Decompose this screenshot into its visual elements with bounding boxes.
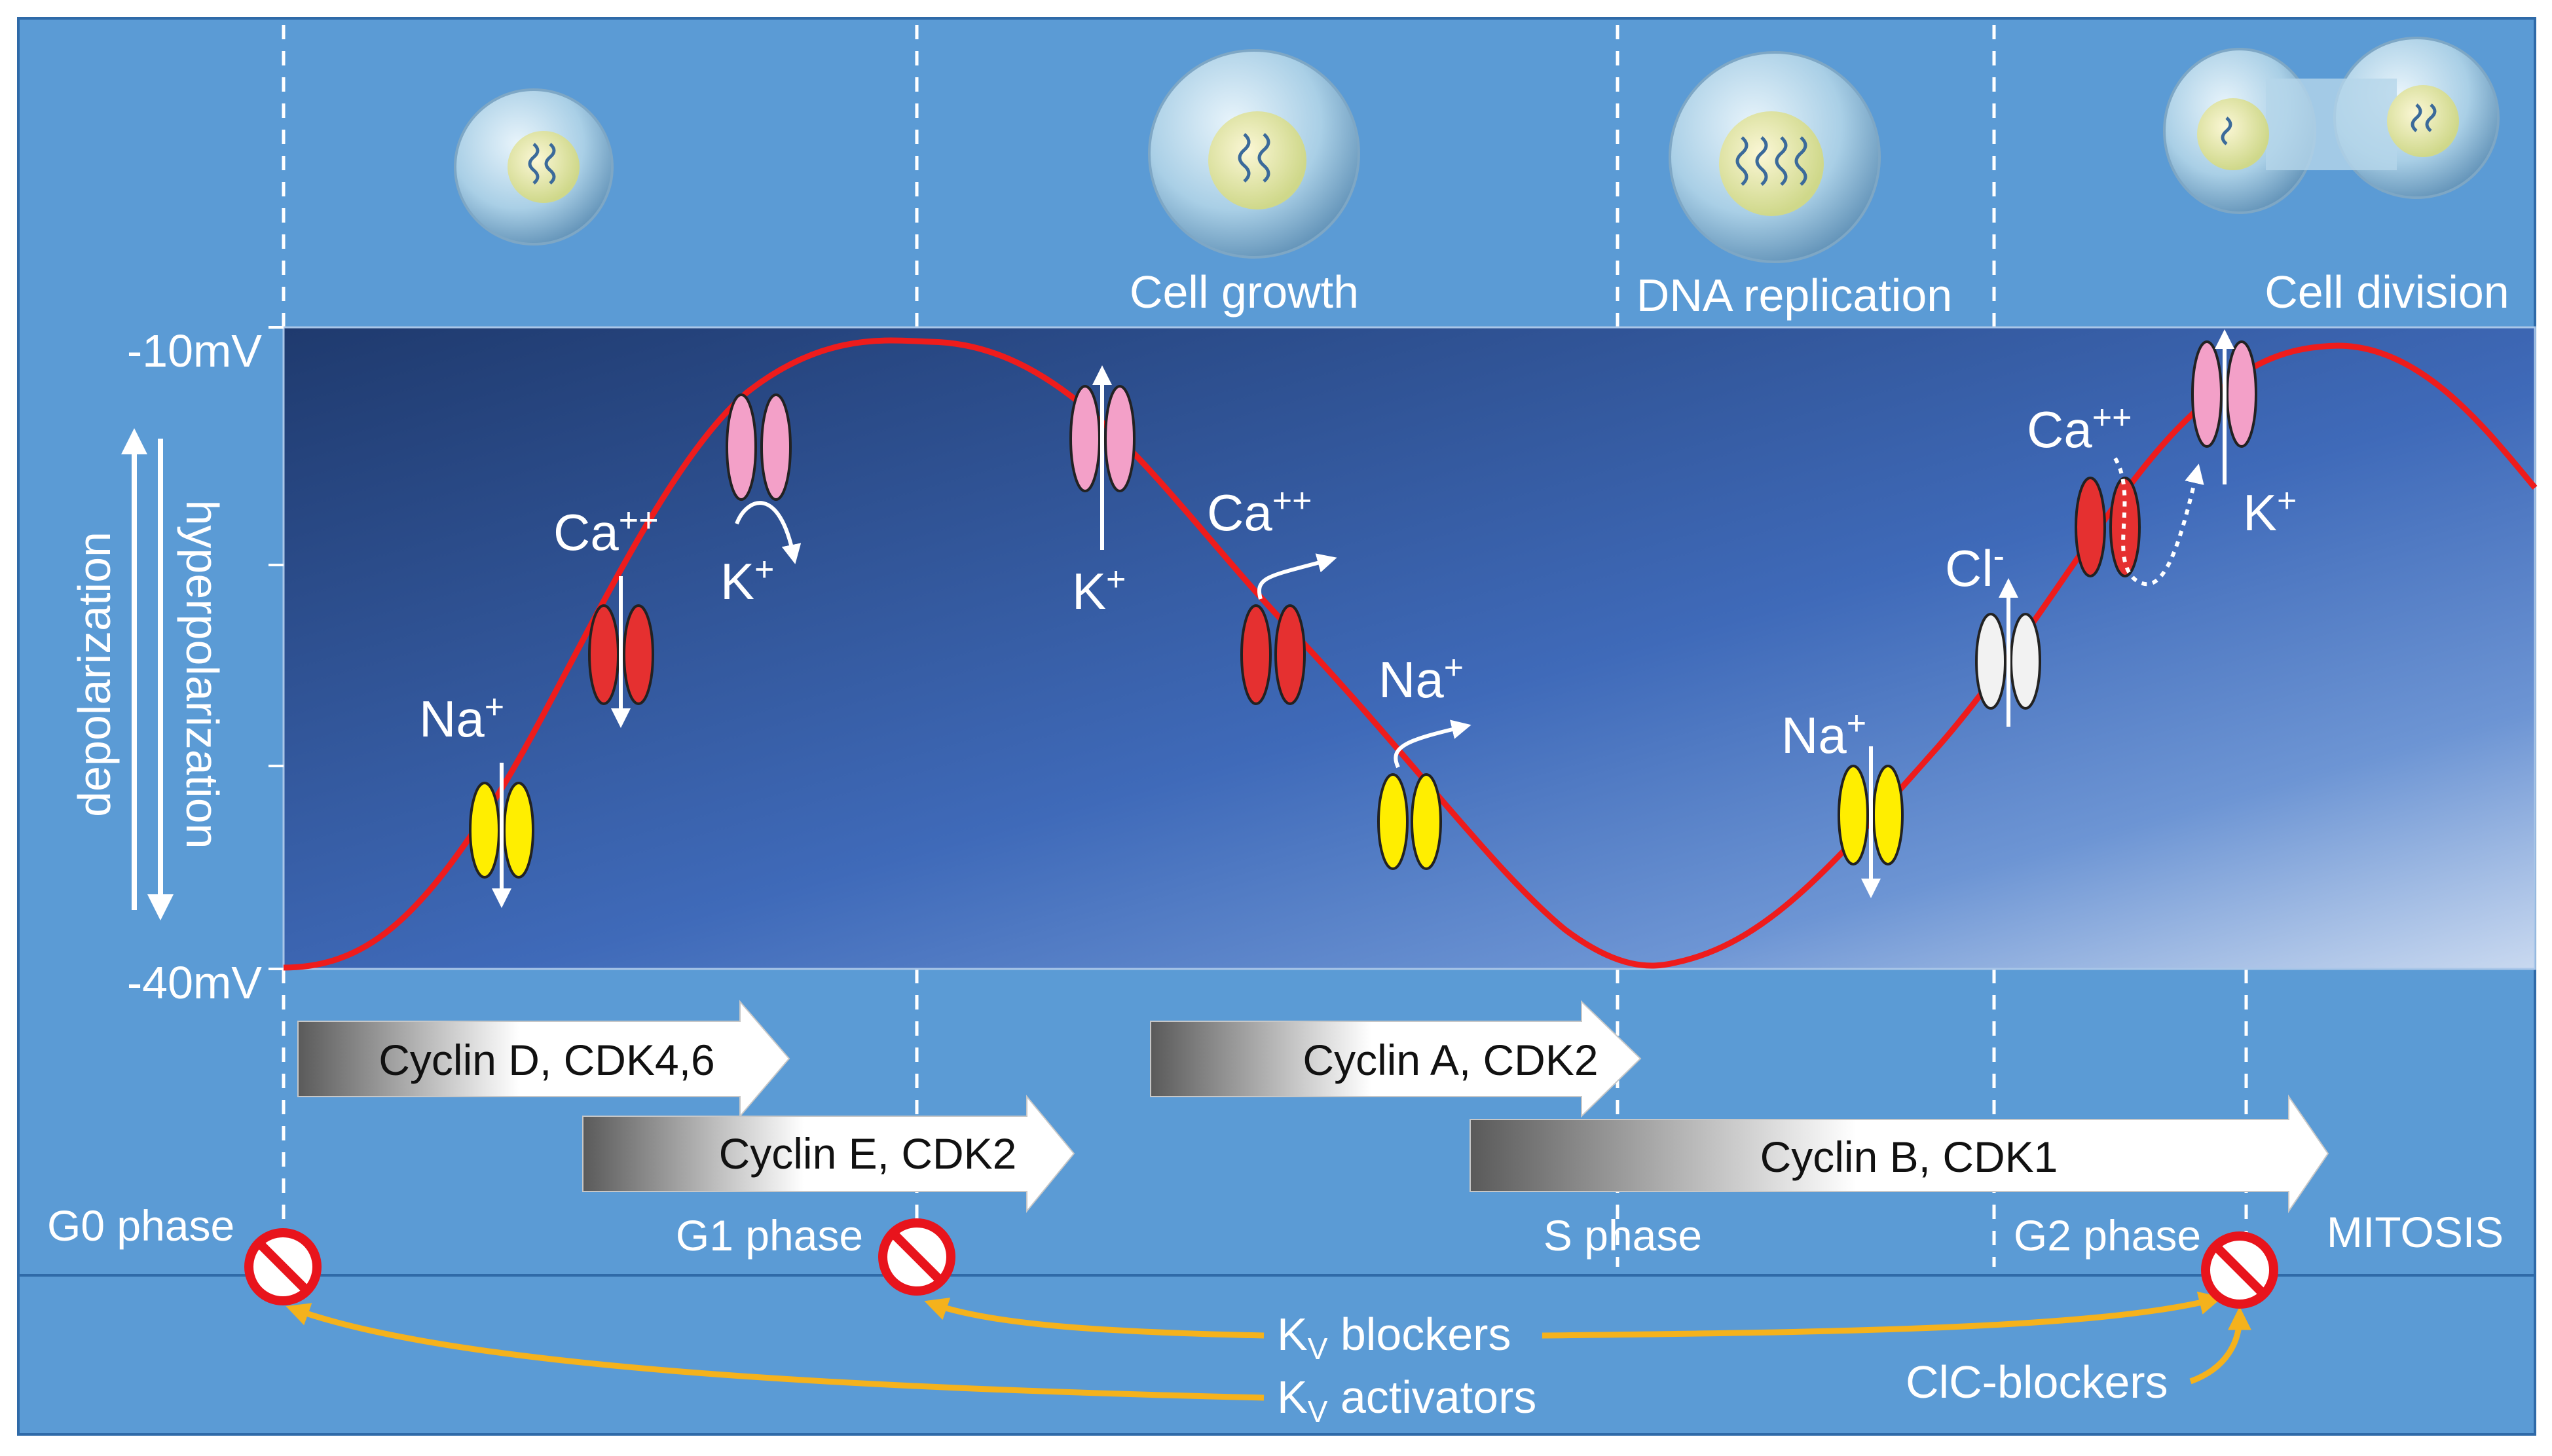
kv-blockers-arrow-left <box>924 1298 1265 1339</box>
voltage-label-top: -10mV <box>127 325 262 376</box>
cell-g0-illustration <box>454 88 614 246</box>
membrane-potential-curve <box>283 337 2538 971</box>
phase-label-s: S phase <box>1544 1211 1702 1260</box>
stage-label-cell-division: Cell division <box>2265 266 2509 318</box>
cyclin-e-label: Cyclin E, CDK2 <box>719 1129 1017 1178</box>
phase-label-g0: G0 phase <box>47 1201 234 1250</box>
membrane-potential-panel <box>284 327 2535 969</box>
phase-label-g2: G2 phase <box>2014 1211 2201 1260</box>
voltage-axis-ticks <box>268 326 284 970</box>
block-sign-g1 <box>878 1218 955 1296</box>
na-channel-1 <box>469 763 534 908</box>
phase-label-g1: G1 phase <box>676 1211 863 1260</box>
na-channel-2 <box>1377 719 1471 870</box>
cyclin-a-label: Cyclin A, CDK2 <box>1303 1036 1598 1084</box>
cyclin-b-arrow: Cyclin B, CDK1 <box>1470 1094 2329 1214</box>
cl-channel <box>1975 578 2041 727</box>
ca-channel-3 <box>2075 457 2204 587</box>
cell-growth-illustration <box>1148 49 1360 259</box>
cl-label: Cl- <box>1945 537 2005 597</box>
k-label-2: K+ <box>1072 560 1126 620</box>
k-label-3: K+ <box>2243 482 2297 541</box>
ca-label-1: Ca++ <box>553 501 658 561</box>
ca-channel-1 <box>588 576 654 728</box>
cell-division-illustration <box>2163 37 2500 214</box>
depolarization-label: depolarization <box>69 532 120 817</box>
cyclin-d-label: Cyclin D, CDK4,6 <box>379 1036 714 1084</box>
stage-label-cell-growth: Cell growth <box>1130 266 1359 318</box>
kv-activators-label: KV activators <box>1277 1372 1536 1429</box>
ca-label-3: Ca++ <box>2027 399 2132 458</box>
phase-label-mitosis: MITOSIS <box>2327 1208 2504 1256</box>
hyperpolarization-label: hyperpolarization <box>177 500 228 848</box>
kv-blockers-arrow-right <box>1542 1291 2223 1339</box>
k-channel-2 <box>1069 365 1136 550</box>
phase-dividers <box>282 25 2248 1267</box>
cyclin-a-arrow: Cyclin A, CDK2 <box>1150 1000 1642 1118</box>
na-label-3: Na+ <box>1781 704 1866 764</box>
na-channel-3 <box>1838 746 1904 898</box>
clc-blockers-arrow <box>2189 1306 2251 1385</box>
na-label-1: Na+ <box>419 688 504 748</box>
k-channel-1 <box>726 393 802 564</box>
kv-blockers-label: KV blockers <box>1277 1309 1511 1366</box>
cyclin-e-arrow: Cyclin E, CDK2 <box>582 1095 1075 1213</box>
ca-channel-2 <box>1240 553 1337 705</box>
ca-label-2: Ca++ <box>1207 482 1312 541</box>
cell-dna-replication-illustration <box>1669 51 1881 263</box>
voltage-label-bottom: -40mV <box>127 957 262 1008</box>
block-sign-g0 <box>244 1228 322 1305</box>
block-sign-g2 <box>2201 1231 2278 1309</box>
kv-activators-arrow <box>286 1303 1265 1401</box>
cyclin-b-label: Cyclin B, CDK1 <box>1760 1133 2058 1181</box>
k-channel-3 <box>2191 329 2257 484</box>
clc-blockers-label: ClC-blockers <box>1906 1356 2168 1408</box>
cyclin-d-arrow: Cyclin D, CDK4,6 <box>297 1000 790 1118</box>
na-label-2: Na+ <box>1378 649 1464 708</box>
k-label-1: K+ <box>720 551 774 610</box>
stage-label-dna-replication: DNA replication <box>1637 270 1952 321</box>
